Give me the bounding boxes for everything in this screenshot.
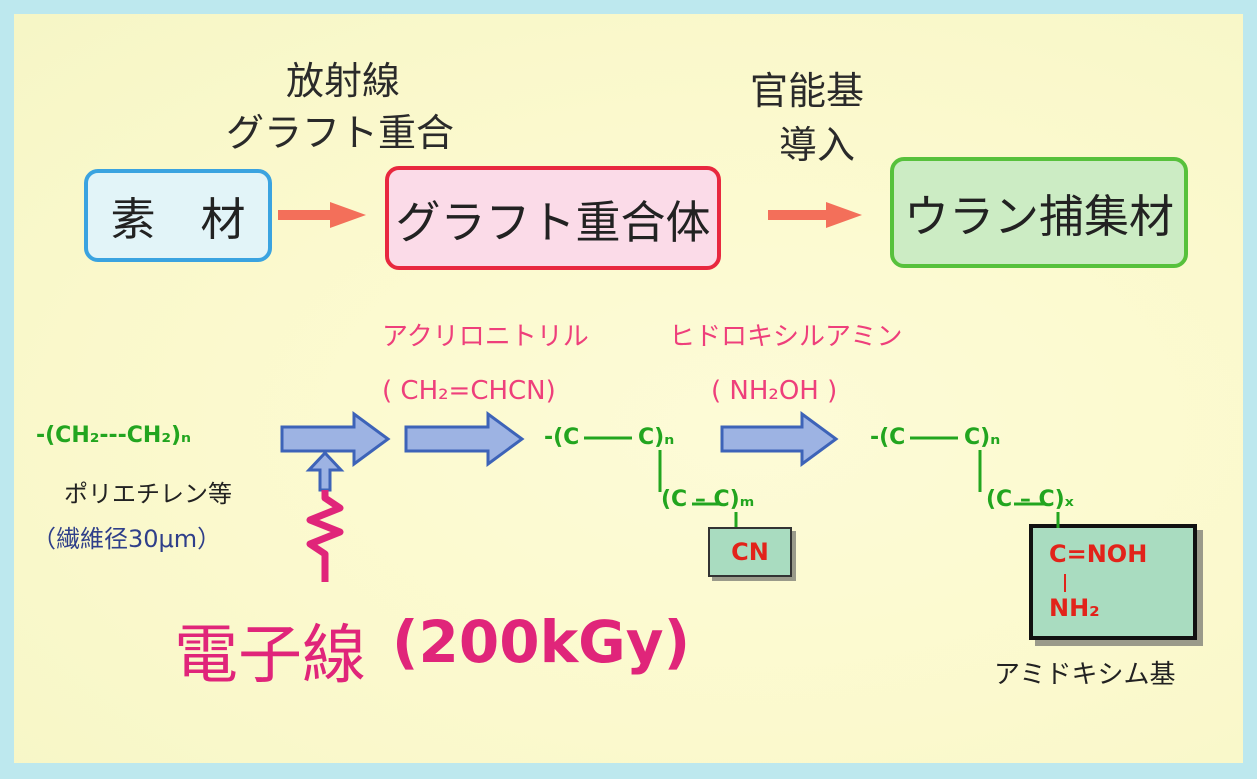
backbone1-left-c: -(C: [544, 425, 580, 450]
step2-label-line2: 導入: [779, 123, 856, 167]
reagent2-formula: ( NH₂OH ): [711, 376, 838, 406]
process-arrow-1: [278, 202, 366, 228]
amidoxime-line2: NH₂: [1049, 594, 1100, 622]
graft-polymer-box: グラフト重合体: [385, 166, 721, 270]
polyethylene-formula: -(CH₂---CH₂)ₙ: [36, 423, 192, 448]
reagent2-name: ヒドロキシルアミン: [669, 322, 903, 352]
uranium-adsorbent-box: ウラン捕集材: [890, 157, 1188, 268]
material-box: 素 材: [84, 169, 272, 262]
backbone1-right-c: C)ₙ: [638, 425, 675, 450]
reaction-arrow-1: [280, 411, 391, 467]
amidoxime-line1: C=NOH: [1049, 540, 1148, 568]
reagent1-name: アクリロニトリル: [382, 322, 589, 352]
process-arrow-2: [768, 202, 862, 228]
electron-beam-zigzag: [306, 490, 344, 582]
amidoxime-box: C=NOH NH₂: [1029, 524, 1197, 640]
fiber-diameter-note: （繊維径30μm）: [32, 525, 222, 553]
diagram-panel: 放射線 グラフト重合 官能基 導入 素 材 グラフト重合体 ウラン捕集材 アクリ…: [14, 14, 1243, 763]
step2-label-line1: 官能基: [750, 69, 865, 113]
electron-beam-label: 電子線: [174, 619, 366, 693]
graft-chain-m: (C – C)ₘ: [661, 487, 755, 512]
radiation-dose-label: (200kGy): [392, 608, 691, 676]
reaction-arrow-3: [720, 411, 839, 467]
reagent1-formula: ( CH₂=CHCN): [382, 376, 556, 406]
step1-label-line2: グラフト重合: [226, 111, 455, 155]
backbone2-right-c: C)ₙ: [964, 425, 1001, 450]
backbone2-left-c: -(C: [870, 425, 906, 450]
cn-group-label: CN: [731, 538, 769, 566]
step1-label-line1: 放射線: [286, 59, 401, 103]
cn-group-box: CN: [708, 527, 792, 577]
diagram-graphics: [278, 202, 1060, 582]
backbone1-bonds: [584, 436, 738, 527]
electron-beam-arrow: [305, 450, 345, 492]
polyethylene-note: ポリエチレン等: [64, 480, 232, 508]
graft-chain-x: (C – C)ₓ: [986, 487, 1074, 512]
amidoxime-bond: [1064, 574, 1066, 592]
reaction-arrow-2: [404, 411, 525, 467]
backbone2-bonds: [910, 436, 1060, 528]
amidoxime-label: アミドキシム基: [994, 660, 1176, 690]
